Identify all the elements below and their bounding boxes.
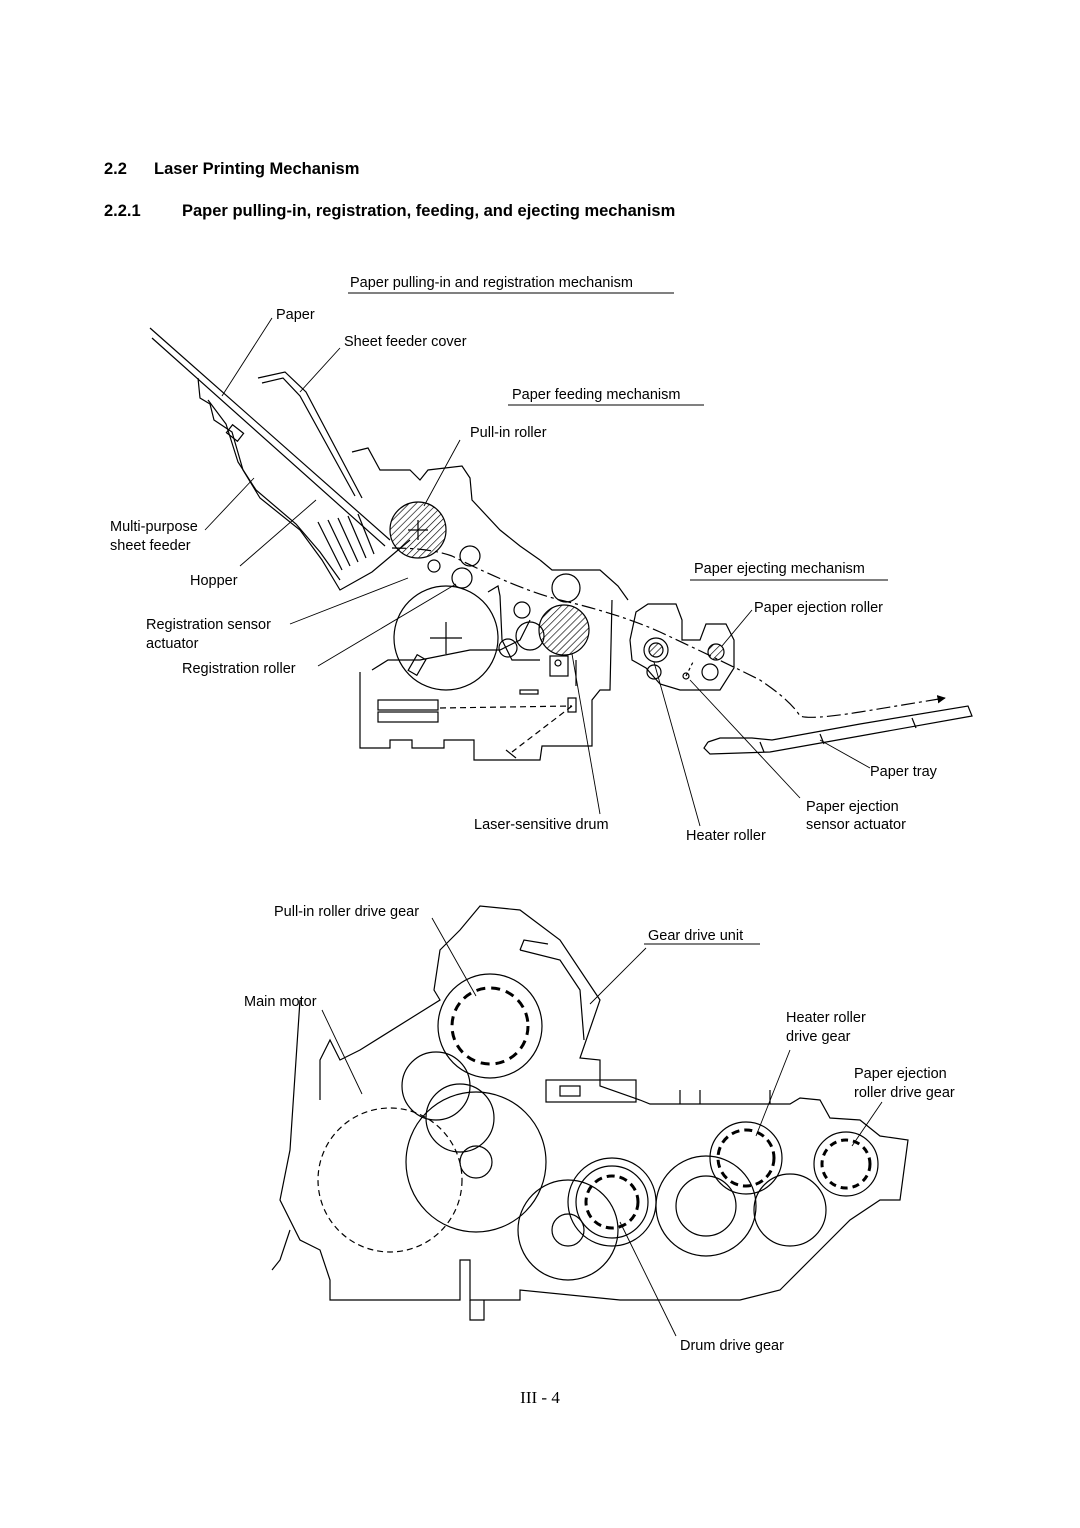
label-heater-roller-drive-gear-2: drive gear xyxy=(786,1029,851,1045)
paper-ejection-roller-drive-gear xyxy=(813,1131,879,1197)
label-heater-roller-drive-gear-1: Heater roller xyxy=(786,1010,866,1026)
heater-roller-drive-gear xyxy=(709,1121,783,1195)
group-title-ejecting: Paper ejecting mechanism xyxy=(694,561,865,577)
heater-roller-drive-gear-teeth xyxy=(716,1128,776,1188)
transfer-gear xyxy=(753,1173,827,1247)
idler-gear-b xyxy=(425,1083,495,1153)
main-idler-gear xyxy=(405,1091,547,1233)
drum-idler-gear xyxy=(517,1179,619,1281)
label-laser-sensitive-drum: Laser-sensitive drum xyxy=(474,817,609,833)
gear-bracket xyxy=(545,1079,637,1103)
label-sheet-feeder-cover: Sheet feeder cover xyxy=(344,334,467,350)
group-title-pulling-in: Paper pulling-in and registration mechan… xyxy=(350,275,633,291)
gear-drive-drawing xyxy=(271,905,909,1337)
drum-drive-gear xyxy=(567,1157,657,1247)
group-title-feeding: Paper feeding mechanism xyxy=(512,387,680,403)
label-ejection-sensor-1: Paper ejection xyxy=(806,799,899,815)
subsection-title: Paper pulling-in, registration, feeding,… xyxy=(182,202,676,220)
hopper-plate xyxy=(317,513,375,571)
label-ejection-roller-drive-gear-2: roller drive gear xyxy=(854,1085,955,1101)
drum-drive-gear-teeth xyxy=(584,1174,640,1230)
heater-roller xyxy=(643,637,669,663)
section-title: Laser Printing Mechanism xyxy=(154,160,360,178)
pull-in-roller-drive-gear-teeth xyxy=(450,986,530,1066)
idle-roller xyxy=(459,545,481,567)
label-hopper: Hopper xyxy=(190,573,238,589)
label-registration-sensor-2: actuator xyxy=(146,636,199,652)
laser-sensitive-drum xyxy=(538,604,590,656)
label-ejection-sensor-2: sensor actuator xyxy=(806,817,906,833)
paper-sheet xyxy=(149,327,391,541)
subsection-number: 2.2.1 xyxy=(104,202,141,220)
gear-housing-outline xyxy=(279,905,909,1301)
label-registration-roller: Registration roller xyxy=(182,661,296,677)
label-heater-roller: Heater roller xyxy=(686,828,766,844)
paper-ejection-roller-drive-gear-teeth xyxy=(820,1138,872,1190)
laser-beam xyxy=(439,705,573,709)
label-multipurpose-feeder-2: sheet feeder xyxy=(110,538,191,554)
label-drum-drive-gear: Drum drive gear xyxy=(680,1338,784,1354)
top-mechanism-drawing xyxy=(149,292,973,827)
sheet-feeder-cover xyxy=(257,371,363,499)
page-number: III - 4 xyxy=(520,1388,560,1407)
drum-unit-housing xyxy=(359,599,613,761)
paper-path xyxy=(391,547,946,718)
drum-holder xyxy=(549,655,569,677)
fuser-idler-gear xyxy=(655,1155,757,1257)
label-pull-in-roller-drive-gear: Pull-in roller drive gear xyxy=(274,904,419,920)
label-paper-tray: Paper tray xyxy=(870,764,938,780)
pull-in-roller-drive-gear xyxy=(437,973,543,1079)
label-main-motor: Main motor xyxy=(244,994,317,1010)
label-paper-ejection-roller: Paper ejection roller xyxy=(754,600,883,616)
label-gear-drive-unit: Gear drive unit xyxy=(648,928,743,944)
laser-scanner xyxy=(377,699,439,711)
label-pull-in-roller: Pull-in roller xyxy=(470,425,547,441)
section-number: 2.2 xyxy=(104,160,127,178)
idler-gear-a xyxy=(401,1051,471,1121)
paper-tray xyxy=(703,705,973,755)
paper-ejection-roller xyxy=(707,643,725,661)
multipurpose-feeder-frame xyxy=(197,377,411,591)
label-paper: Paper xyxy=(276,307,315,323)
label-registration-sensor-1: Registration sensor xyxy=(146,617,271,633)
process-cartridge-roller xyxy=(393,585,499,691)
label-multipurpose-feeder-1: Multi-purpose xyxy=(110,519,198,535)
main-motor xyxy=(317,1107,463,1253)
label-ejection-roller-drive-gear-1: Paper ejection xyxy=(854,1066,947,1082)
